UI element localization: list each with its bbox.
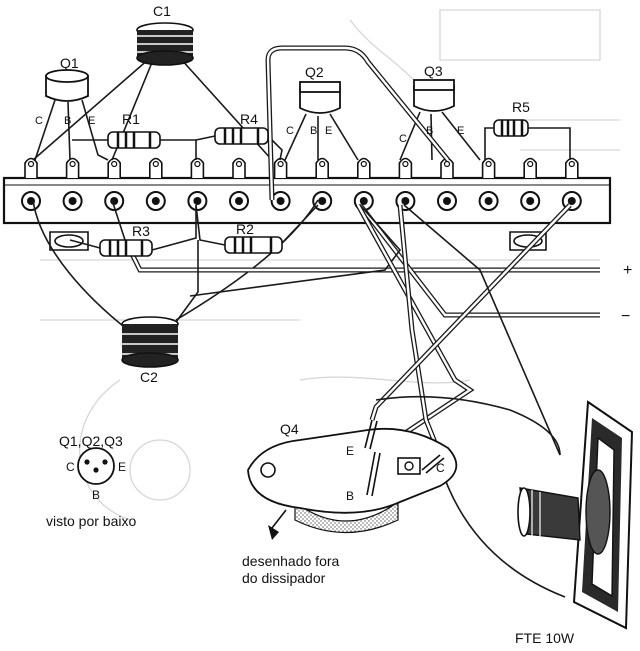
q2-pin-e: E: [325, 125, 332, 137]
q4-pin-c: C: [436, 461, 445, 475]
solder-lug-eye: [235, 160, 243, 168]
solder-lug-eye: [194, 160, 201, 168]
r2-label: R2: [236, 221, 254, 237]
speaker-label: FTE 10W: [515, 630, 575, 646]
q3-label: Q3: [424, 63, 443, 79]
pinout-pin-c: C: [66, 460, 75, 474]
terminal-lugs: [24, 157, 579, 178]
strip-eyelet-hole: [443, 197, 451, 205]
q4-label: Q4: [280, 421, 299, 437]
transistor-q4: [247, 419, 458, 540]
q1-pin-b: B: [64, 115, 71, 127]
q3-pin-e: E: [457, 125, 464, 137]
c1-label: C1: [153, 3, 171, 19]
strip-eyelet-hole: [235, 197, 243, 205]
solder-lug-eye: [27, 160, 35, 168]
strip-eyelet-hole: [401, 197, 410, 205]
strip-eyelet-hole: [318, 197, 327, 205]
strip-eyelet-hole: [276, 197, 285, 205]
solder-lug-eye: [277, 160, 284, 168]
c2-label: C2: [140, 369, 158, 385]
q3-pin-b: B: [426, 125, 433, 137]
supply-plus-label: +: [623, 262, 632, 279]
r3-label: R3: [132, 223, 150, 239]
solder-lug-eye: [319, 160, 326, 168]
solder-lug-eye: [360, 160, 367, 168]
q4-note-line2: do dissipador: [242, 570, 326, 586]
capacitor-c2: [121, 316, 179, 368]
q1-pin-c: C: [35, 115, 43, 127]
strip-eyelet-hole: [526, 197, 535, 205]
strip-eyelet-hole: [484, 197, 493, 205]
r1-label: R1: [122, 111, 140, 127]
solder-lug-eye: [69, 160, 76, 168]
pinout-diagram: [77, 447, 115, 485]
supply-minus-label: −: [621, 308, 630, 325]
q1-pin-e: E: [88, 115, 95, 127]
pinout-pin-e: E: [118, 460, 126, 474]
pinout-caption: visto por baixo: [46, 513, 136, 529]
pinout-title: Q1,Q2,Q3: [59, 433, 123, 449]
solder-lug-eye: [111, 160, 118, 168]
solder-lug-eye: [485, 160, 492, 168]
solder-lug-eye: [443, 160, 451, 168]
resistor-r1: [107, 131, 161, 149]
mounting-tab-left: [49, 231, 89, 251]
speaker: [517, 400, 634, 630]
q1-label: Q1: [60, 55, 79, 71]
transistor-q3: [413, 79, 455, 112]
resistor-r5: [493, 119, 529, 137]
wiring: [32, 45, 600, 598]
q2-pin-b: B: [310, 125, 317, 137]
solder-lug-eye: [402, 160, 409, 168]
q4-note-line1: desenhado fora: [242, 553, 340, 569]
transistor-q1: [45, 69, 89, 102]
strip-eyelet-hole: [68, 197, 77, 205]
capacitor-c1: [136, 22, 194, 66]
q4-pin-e: E: [346, 444, 354, 458]
q4-pin-b: B: [346, 489, 354, 503]
resistor-r4: [214, 127, 269, 145]
q3-pin-c: C: [399, 133, 407, 145]
r4-label: R4: [240, 111, 258, 127]
resistor-r3: [99, 239, 153, 257]
strip-eyelets: [21, 191, 582, 211]
strip-eyelet-hole: [567, 197, 576, 205]
pinout-pin-b: B: [92, 488, 100, 502]
strip-eyelet-hole: [151, 197, 160, 205]
strip-eyelet-hole: [193, 197, 202, 205]
transistor-q2: [299, 81, 341, 114]
q2-pin-c: C: [286, 125, 294, 137]
resistor-r2: [224, 236, 283, 254]
solder-lug-eye: [568, 160, 575, 168]
q2-label: Q2: [305, 64, 324, 80]
r5-label: R5: [512, 99, 530, 115]
strip-eyelet-hole: [110, 197, 119, 205]
strip-eyelet-hole: [359, 197, 368, 205]
solder-lug-eye: [527, 160, 534, 168]
solder-lug-eye: [152, 160, 159, 168]
